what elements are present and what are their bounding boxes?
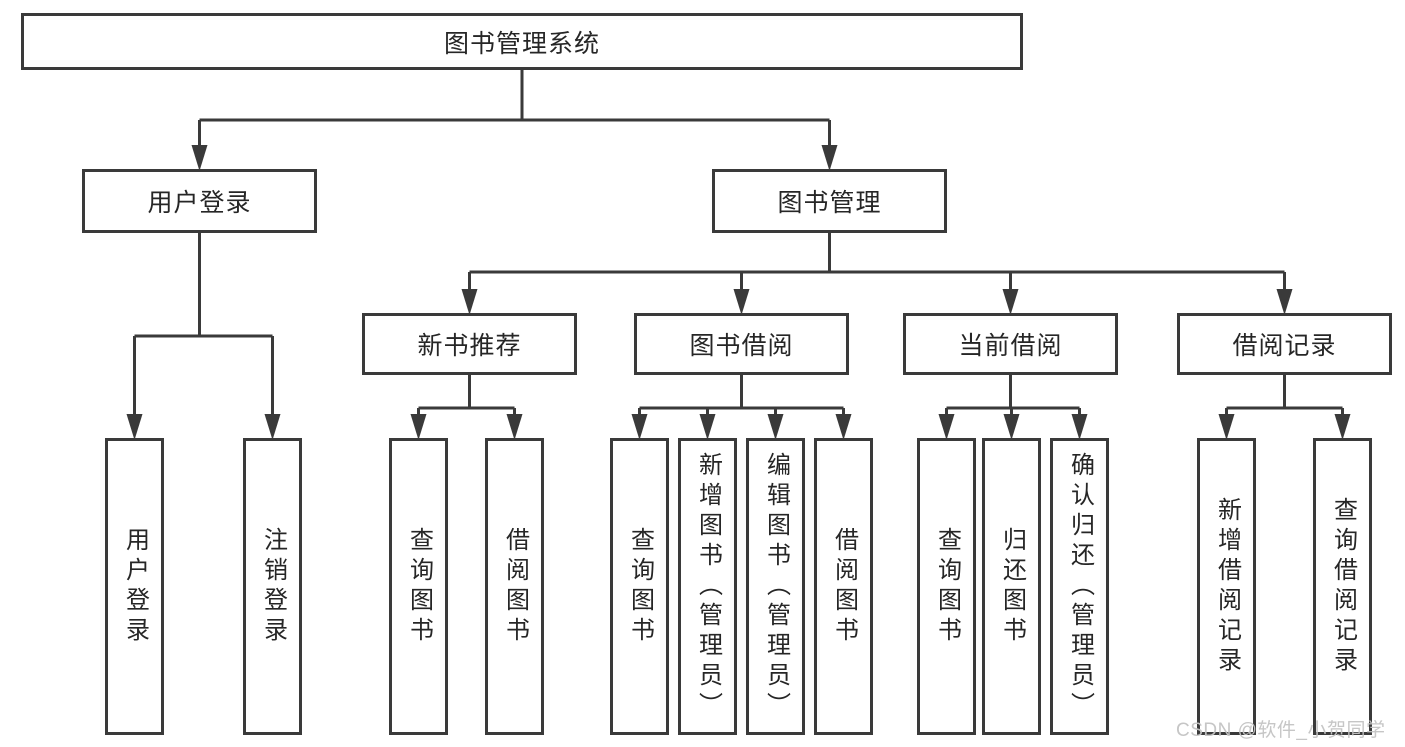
leaf-query-books-current: 查询图书 xyxy=(917,438,976,735)
leaf-logout-label: 注销登录 xyxy=(259,526,287,647)
leaf-confirm-return-admin-label: 确认归还（管理员） xyxy=(1066,451,1094,722)
leaf-add-books-admin: 新增图书（管理员） xyxy=(678,438,737,735)
leaf-add-borrow-record: 新增借阅记录 xyxy=(1197,438,1256,735)
node-book-management-label: 图书管理 xyxy=(777,189,882,217)
connector-path xyxy=(133,69,1344,416)
node-borrow-records: 借阅记录 xyxy=(1177,313,1392,375)
leaf-query-books-recommend-label: 查询图书 xyxy=(405,526,433,647)
leaf-edit-books-admin-label: 编辑图书（管理员） xyxy=(762,451,790,722)
leaf-query-borrow-record-label: 查询借阅记录 xyxy=(1329,496,1357,677)
leaf-query-books-borrow-label: 查询图书 xyxy=(626,526,654,647)
node-user-login-label: 用户登录 xyxy=(147,189,252,217)
leaf-borrow-books-label: 借阅图书 xyxy=(830,526,858,647)
leaf-borrow-books-recommend-label: 借阅图书 xyxy=(501,526,529,647)
leaf-return-books: 归还图书 xyxy=(982,438,1041,735)
node-book-management: 图书管理 xyxy=(712,169,947,233)
arrowheads xyxy=(126,145,1351,440)
node-book-borrow-label: 图书借阅 xyxy=(689,332,794,360)
node-book-borrow: 图书借阅 xyxy=(634,313,849,375)
node-root: 图书管理系统 xyxy=(21,13,1023,70)
leaf-confirm-return-admin: 确认归还（管理员） xyxy=(1050,438,1109,735)
leaf-borrow-books: 借阅图书 xyxy=(814,438,873,735)
leaf-add-borrow-record-label: 新增借阅记录 xyxy=(1213,496,1241,677)
leaf-query-books-borrow: 查询图书 xyxy=(610,438,669,735)
leaf-query-borrow-record: 查询借阅记录 xyxy=(1313,438,1372,735)
leaf-return-books-label: 归还图书 xyxy=(998,526,1026,647)
leaf-user-login: 用户登录 xyxy=(105,438,164,735)
node-current-borrow-label: 当前借阅 xyxy=(958,332,1063,360)
leaf-logout: 注销登录 xyxy=(243,438,302,735)
node-new-book-recommend: 新书推荐 xyxy=(362,313,577,375)
leaf-user-login-label: 用户登录 xyxy=(121,526,149,647)
leaf-query-books-current-label: 查询图书 xyxy=(933,526,961,647)
node-new-book-recommend-label: 新书推荐 xyxy=(417,332,522,360)
node-user-login: 用户登录 xyxy=(82,169,317,233)
node-borrow-records-label: 借阅记录 xyxy=(1232,332,1337,360)
leaf-edit-books-admin: 编辑图书（管理员） xyxy=(746,438,805,735)
leaf-borrow-books-recommend: 借阅图书 xyxy=(485,438,544,735)
node-current-borrow: 当前借阅 xyxy=(903,313,1118,375)
leaf-add-books-admin-label: 新增图书（管理员） xyxy=(694,451,722,722)
leaf-query-books-recommend: 查询图书 xyxy=(389,438,448,735)
csdn-watermark: CSDN @软件_小贺同学 xyxy=(1176,720,1386,741)
node-root-label: 图书管理系统 xyxy=(443,29,600,58)
